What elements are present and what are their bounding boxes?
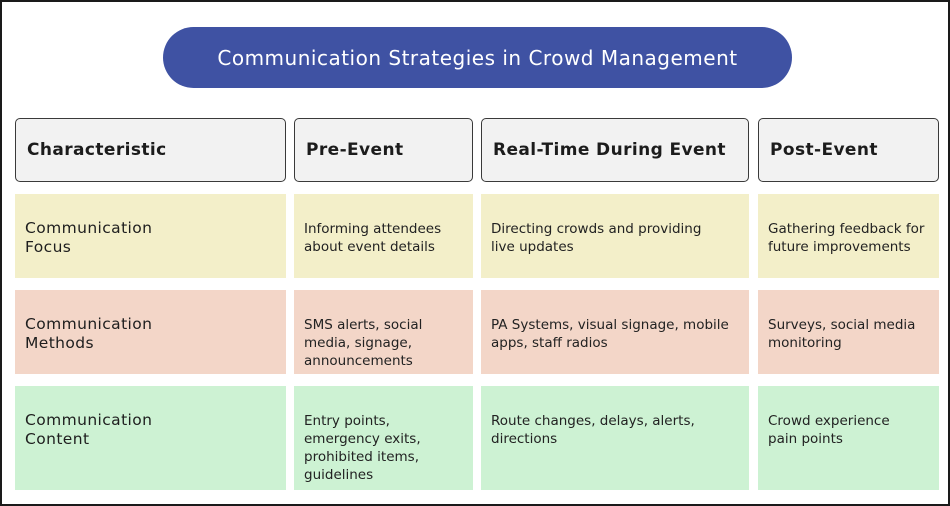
table-cell: Route changes, delays, alerts, direction…: [481, 386, 749, 490]
row-label: Communication Focus: [25, 219, 153, 256]
table-cell: Gathering feedback for future improvemen…: [758, 194, 939, 278]
cell-text: Surveys, social media monitoring: [768, 317, 916, 351]
header-characteristic: Characteristic: [15, 118, 286, 182]
table-cell: Informing attendees about event details: [294, 194, 473, 278]
table-cell: Crowd experience pain points: [758, 386, 939, 490]
cell-text: Crowd experience pain points: [768, 413, 890, 447]
table-cell: Surveys, social media monitoring: [758, 290, 939, 374]
row-methods-label-cell: Communication Methods: [15, 290, 286, 374]
cell-text: SMS alerts, social media, signage, annou…: [304, 317, 423, 369]
row-label: Communication Content: [25, 411, 153, 448]
header-real-time: Real-Time During Event: [481, 118, 749, 182]
header-pre-event: Pre-Event: [294, 118, 473, 182]
cell-text: PA Systems, visual signage, mobile apps,…: [491, 317, 729, 351]
table-cell: PA Systems, visual signage, mobile apps,…: [481, 290, 749, 374]
cell-text: Entry points, emergency exits, prohibite…: [304, 413, 421, 483]
row-focus-label-cell: Communication Focus: [15, 194, 286, 278]
cell-text: Informing attendees about event details: [304, 221, 442, 255]
page-title: Communication Strategies in Crowd Manage…: [163, 27, 792, 88]
table-cell: Directing crowds and providing live upda…: [481, 194, 749, 278]
cell-text: Route changes, delays, alerts, direction…: [491, 413, 695, 447]
header-post-event: Post-Event: [758, 118, 939, 182]
cell-text: Gathering feedback for future improvemen…: [768, 221, 925, 255]
row-content-label-cell: Communication Content: [15, 386, 286, 490]
table-cell: SMS alerts, social media, signage, annou…: [294, 290, 473, 374]
cell-text: Directing crowds and providing live upda…: [491, 221, 702, 255]
row-label: Communication Methods: [25, 315, 153, 352]
table-cell: Entry points, emergency exits, prohibite…: [294, 386, 473, 490]
